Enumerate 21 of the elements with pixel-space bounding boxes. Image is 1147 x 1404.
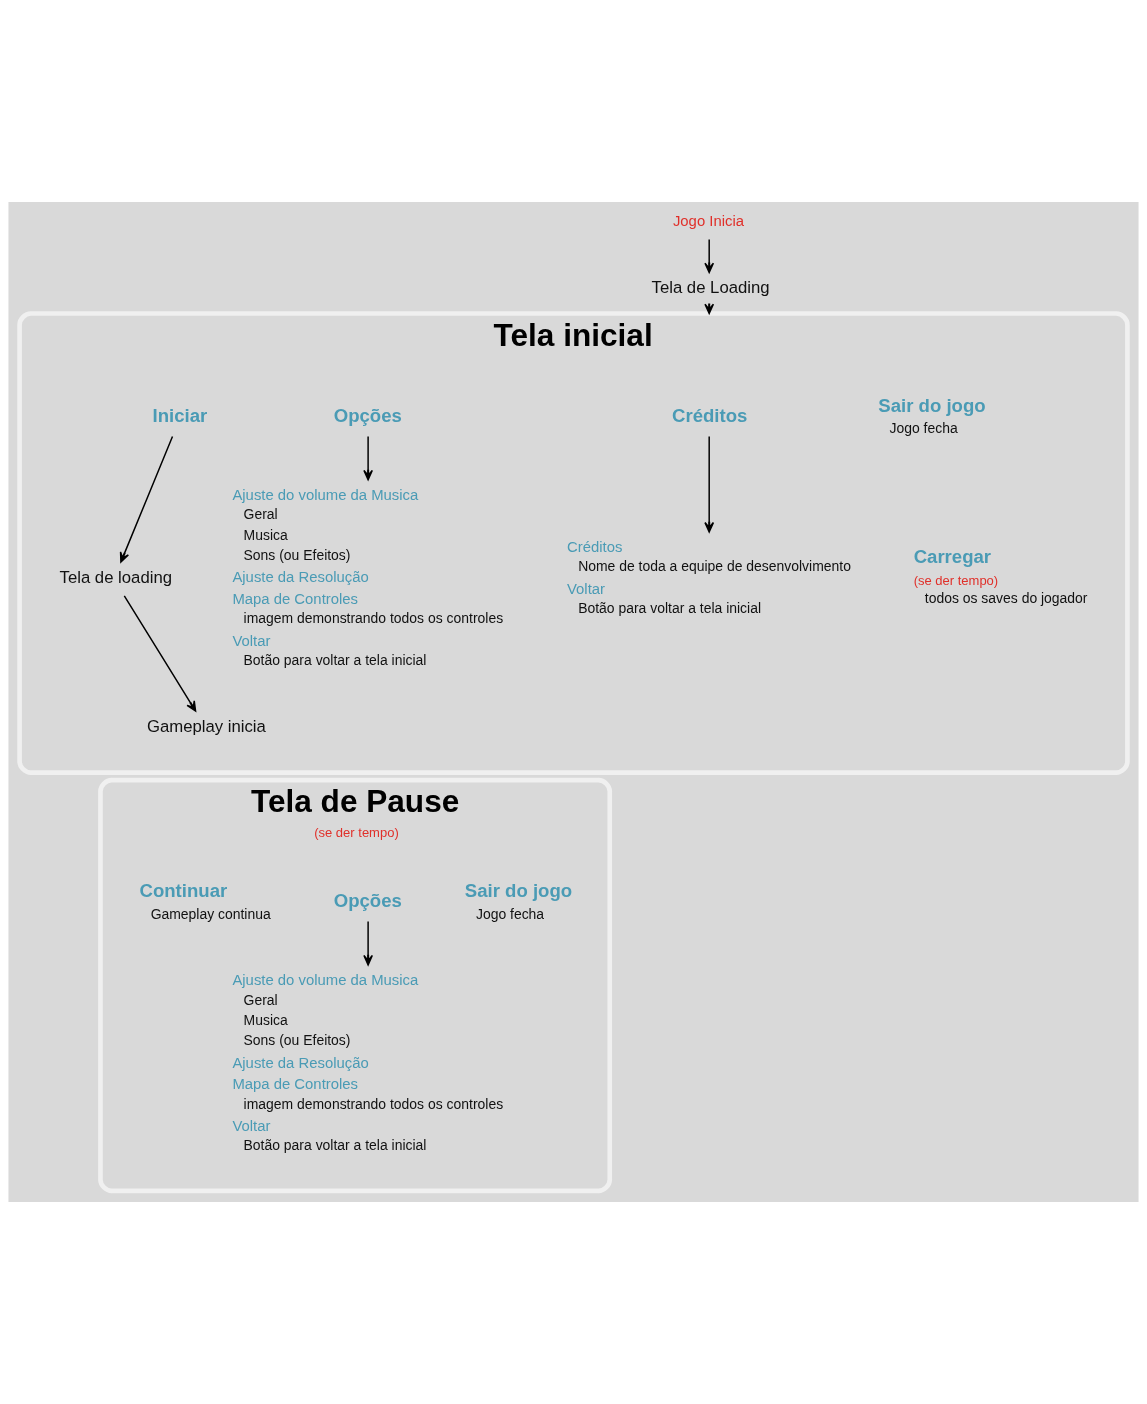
node-text: Tela de Loading	[651, 278, 770, 298]
node-text: Créditos Nome de toda a equipe de desenvolvimento Voltar Botão para voltar a tela inicial	[566, 538, 851, 617]
arrow	[363, 920, 374, 966]
arrow	[704, 435, 715, 533]
node-text: Continuar Gameplay continua	[139, 880, 271, 922]
node-text: Tela de loading	[59, 567, 173, 587]
node-text: Sair do jogo Jogo fecha	[464, 880, 573, 922]
node-text: Gameplay inicia	[146, 717, 266, 737]
node-text: Iniciar	[152, 405, 208, 427]
node-text: Ajuste do volume da Musica Geral Musica Sons (ou Efeitos) Ajuste da Resolução Mapa de Controles imagem demonstrando todos os controles Voltar Botão para voltar a tela inicial	[232, 971, 504, 1154]
node-text: Jogo Inicia	[672, 212, 744, 229]
node-text: Opções	[333, 405, 402, 427]
arrow	[123, 595, 197, 712]
node-text: Ajuste do volume da Musica Geral Musica Sons (ou Efeitos) Ajuste da Resolução Mapa de Controles imagem demonstrando todos os controles Voltar Botão para voltar a tela inicial	[232, 486, 504, 669]
arrow	[119, 435, 174, 563]
node-text: Créditos	[672, 405, 748, 427]
node-text: Carregar (se der tempo) todos os saves do jogador	[913, 546, 1088, 607]
node-text: Opções	[333, 890, 402, 912]
arrow	[704, 238, 715, 274]
node-text: Sair do jogo Jogo fecha	[878, 395, 986, 437]
arrow	[363, 435, 374, 481]
